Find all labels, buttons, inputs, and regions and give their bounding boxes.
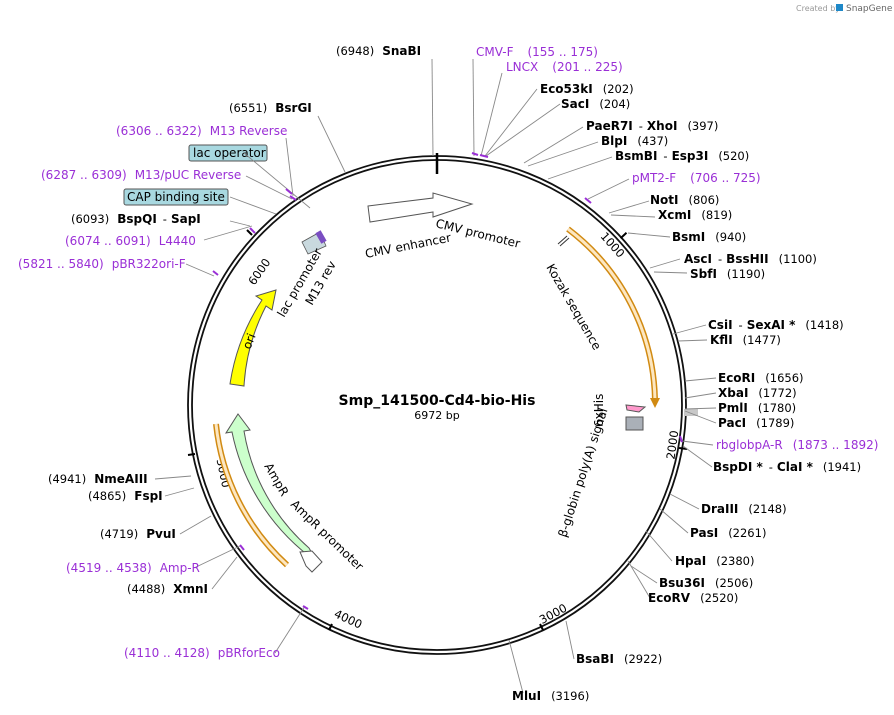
site-bsabi: BsaBI(2922) xyxy=(576,652,662,666)
site-bsmbi: BsmBI-Esp3I(520) xyxy=(615,149,749,163)
site-xbai: XbaI(1772) xyxy=(718,386,797,400)
site-nmeaiii: (4941)NmeAIII xyxy=(48,472,148,486)
cap-site-box xyxy=(123,188,229,206)
his-tag xyxy=(625,404,647,413)
ori-arrow xyxy=(229,289,277,387)
site-bspdi: BspDI *-ClaI *(1941) xyxy=(713,460,861,474)
tick-1000: 1000 xyxy=(598,229,628,260)
site-paer7i: PaeR7I-XhoI(397) xyxy=(586,119,718,133)
site-snabi: (6948)SnaBI xyxy=(336,44,421,58)
tick-6000: 6000 xyxy=(245,229,273,288)
snapgene-logo-icon xyxy=(836,4,843,11)
lac-operator-label: lac operator xyxy=(193,146,266,160)
site-xcmi: XcmI(819) xyxy=(658,208,732,222)
plasmid-name: Smp_141500-Cd4-bio-His xyxy=(339,393,536,409)
credit-brand: SnapGene xyxy=(846,4,893,14)
ampr-promoter-label: AmpR promoter xyxy=(288,497,366,573)
kozak-marker xyxy=(557,235,568,245)
ampr-label: AmpR xyxy=(261,461,291,499)
site-bsu36i: Bsu36I(2506) xyxy=(659,576,753,590)
site-mlui: MluI(3196) xyxy=(512,689,589,703)
ampr-promoter-arrow xyxy=(299,550,323,573)
site-draiii: DraIII(2148) xyxy=(701,502,787,516)
site-bspqi: (6093)BspQI-SapI xyxy=(71,212,201,226)
primer-cmvf: CMV-F(155 .. 175) xyxy=(476,45,598,59)
site-eco53ki: Eco53kI(202) xyxy=(540,82,634,96)
m13-rev-marker xyxy=(315,230,327,244)
primer-l4440: (6074 .. 6091)L4440 xyxy=(65,234,196,248)
site-sbfi: SbfI(1190) xyxy=(690,267,765,281)
site-fspi: (4865)FspI xyxy=(88,489,163,503)
site-ecori: EcoRI(1656) xyxy=(718,371,804,385)
cmv-enhancer-label: CMV enhancer xyxy=(364,231,452,261)
site-hpai: HpaI(2380) xyxy=(675,554,754,568)
cap-site-label: CAP binding site xyxy=(127,190,225,204)
site-paci: PacI(1789) xyxy=(718,416,794,430)
primer-ampr: (4519 .. 4538)Amp-R xyxy=(66,561,200,575)
site-kfli: KflI(1477) xyxy=(710,333,781,347)
tick-label-2000: 2000 xyxy=(663,429,681,460)
primer-pmt2f: pMT2-F(706 .. 725) xyxy=(632,171,761,185)
primer-rbglob: rbglobpA-R(1873 .. 1892) xyxy=(716,438,878,452)
site-pvui: (4719)PvuI xyxy=(100,527,176,541)
lac-operator-box xyxy=(188,144,268,162)
tick-label-6000: 6000 xyxy=(245,256,273,288)
kozak-label: Kozak sequence xyxy=(543,262,604,353)
leader-lines xyxy=(154,58,717,694)
ampr-orf-arc xyxy=(214,423,289,567)
orf-arc xyxy=(567,227,657,401)
plasmid-size: 6972 bp xyxy=(414,409,459,422)
orf-arrowhead xyxy=(650,398,660,408)
tick-2000: 2000 xyxy=(663,429,688,460)
site-bsrgi: (6551)BsrGI xyxy=(229,101,312,115)
site-blpi: BlpI(437) xyxy=(601,134,668,148)
site-pasi: PasI(2261) xyxy=(690,526,766,540)
site-pmli: PmlI(1780) xyxy=(718,401,796,415)
primer-pbrfor: (4110 .. 4128)pBRforEco xyxy=(124,646,280,660)
primer-pbr322: (5821 .. 5840)pBR322ori-F xyxy=(18,257,186,271)
site-ecorv: EcoRV(2520) xyxy=(648,591,738,605)
polya-label: β-globin poly(A) signal xyxy=(556,406,611,539)
polya-box xyxy=(625,416,644,431)
ori-label: ori xyxy=(240,331,259,351)
cmv-enhancer-promoter-arrow xyxy=(367,192,474,223)
primer-m13puc: (6287 .. 6309)M13/pUC Reverse xyxy=(41,168,241,182)
primer-m13r: (6306 .. 6322)M13 Reverse xyxy=(116,124,287,138)
tick-label-3000: 3000 xyxy=(537,601,569,627)
site-saci: SacI(204) xyxy=(561,97,630,111)
mcs-box xyxy=(684,409,698,416)
site-noti: NotI(806) xyxy=(650,193,719,207)
site-xmni: (4488)XmnI xyxy=(127,582,208,596)
site-csii: CsiI-SexAI *(1418) xyxy=(708,318,844,332)
primer-lncx: LNCX(201 .. 225) xyxy=(506,60,623,74)
site-bsmi: BsmI(940) xyxy=(672,230,746,244)
tick-label-1000: 1000 xyxy=(598,229,628,260)
primer-marks xyxy=(212,152,683,610)
site-asci: AscI-BssHII(1100) xyxy=(684,252,817,266)
his-label: 6xHis xyxy=(592,394,606,427)
credit-text: Created by xyxy=(796,4,840,13)
ampr-arrow xyxy=(224,413,318,563)
